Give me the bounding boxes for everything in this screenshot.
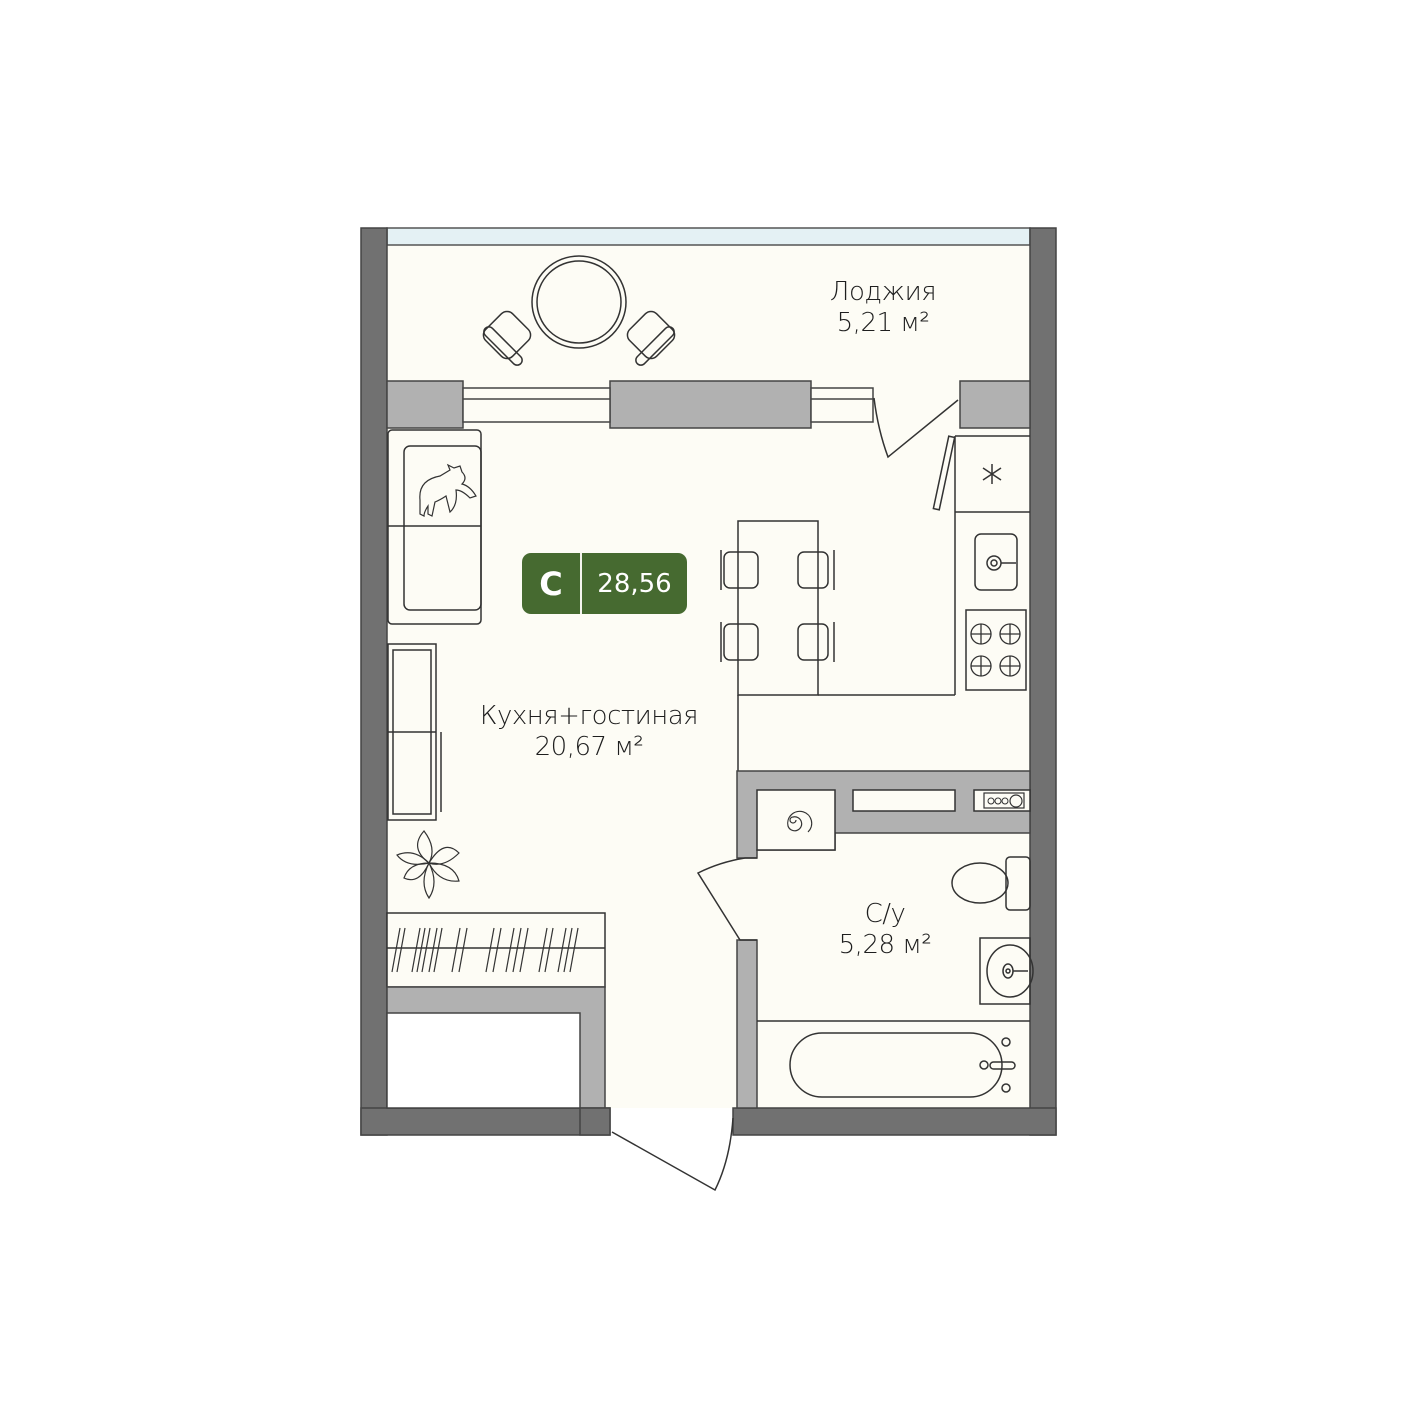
entrance-door [611,1117,734,1192]
bathroom-sink [979,937,1031,1005]
room-area: 20,67 м² [534,732,644,762]
outer-walls [360,227,1057,1136]
apartment-type: С [539,564,563,603]
loggia-table-set [482,255,676,366]
room-label-bathroom: С/у 5,28 м² [810,899,960,961]
apartment-badge: С 28,56 [522,553,687,614]
room-label-kitchen-living: Кухня+гостиная 20,67 м² [455,701,723,763]
stove [965,609,1027,691]
wardrobe [386,912,606,988]
loggia-door [873,397,959,459]
toilet [951,862,1009,904]
cat-icon [419,463,477,517]
badge-divider [580,553,582,614]
apartment-total-area: 28,56 [597,568,672,599]
room-label-loggia: Лоджия 5,21 м² [790,277,976,339]
kitchen-sink [974,533,1018,591]
bathroom-door [696,857,757,941]
room-name: С/у [864,899,906,929]
boiler-spiral-icon [787,810,813,833]
bathroom-shelf [852,789,956,812]
fridge-snowflake-icon [982,464,1002,484]
bathroom-fixtures [696,789,1034,1098]
room-area: 5,21 м² [836,308,930,338]
loggia-glazing [386,227,1031,246]
closet [386,986,611,1136]
tv-unit [387,643,442,821]
room-name: Кухня+гостиная [479,701,699,731]
dining-table [720,520,835,696]
sofa [387,429,482,625]
bathtub [789,1032,1003,1098]
room-name: Лоджия [829,277,937,307]
kitchen-counter [737,435,1030,771]
plant-icon [396,830,460,900]
loggia-partition [386,380,1031,429]
room-area: 5,28 м² [838,930,932,960]
